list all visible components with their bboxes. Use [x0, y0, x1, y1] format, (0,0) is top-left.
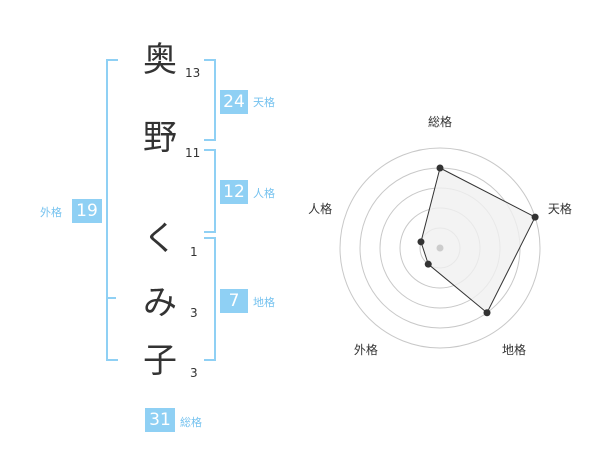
gaikaku-divider [106, 297, 116, 299]
stroke-count-2: 11 [185, 146, 201, 160]
radar-axis-label-3: 地格 [502, 342, 526, 357]
radar-axis-label-2: 天格 [548, 201, 572, 216]
name-char-5: 子 [143, 341, 177, 381]
chikaku-label: 地格 [253, 296, 275, 309]
radar-axis-label-4: 外格 [354, 342, 378, 357]
chikaku-bracket [204, 237, 216, 361]
radar-point-4 [424, 260, 432, 268]
name-char-3: く [143, 219, 177, 259]
soukaku-label: 総格 [180, 416, 202, 429]
stroke-count-5: 3 [190, 366, 198, 380]
name-char-4: み [143, 283, 177, 323]
gaikaku-bracket [106, 59, 118, 361]
radar-axis-label-1: 総格 [428, 114, 452, 129]
jinkaku-label: 人格 [253, 187, 275, 200]
soukaku-value-badge: 31 [145, 408, 175, 432]
stroke-count-4: 3 [190, 306, 198, 320]
radar-point-2 [531, 213, 539, 221]
gaikaku-value-badge: 19 [72, 199, 102, 223]
jinkaku-value-badge: 12 [220, 180, 248, 204]
radar-series-area [420, 167, 536, 314]
stroke-count-3: 1 [190, 245, 198, 259]
name-char-1: 奥 [143, 40, 177, 80]
stroke-count-1: 13 [185, 66, 201, 80]
radar-ring [339, 147, 541, 349]
radar-point-5 [417, 238, 425, 246]
gaikaku-label: 外格 [40, 206, 62, 219]
tenkaku-bracket [204, 59, 216, 141]
radar-axis-label-5: 人格 [308, 201, 332, 216]
name-char-2: 野 [143, 118, 177, 158]
chikaku-value-badge: 7 [220, 289, 248, 313]
tenkaku-value-badge: 24 [220, 90, 248, 114]
tenkaku-label: 天格 [253, 96, 275, 109]
jinkaku-bracket [204, 149, 216, 233]
radar-point-1 [436, 164, 444, 172]
radar-point-3 [483, 309, 491, 317]
radar-center [436, 244, 444, 252]
